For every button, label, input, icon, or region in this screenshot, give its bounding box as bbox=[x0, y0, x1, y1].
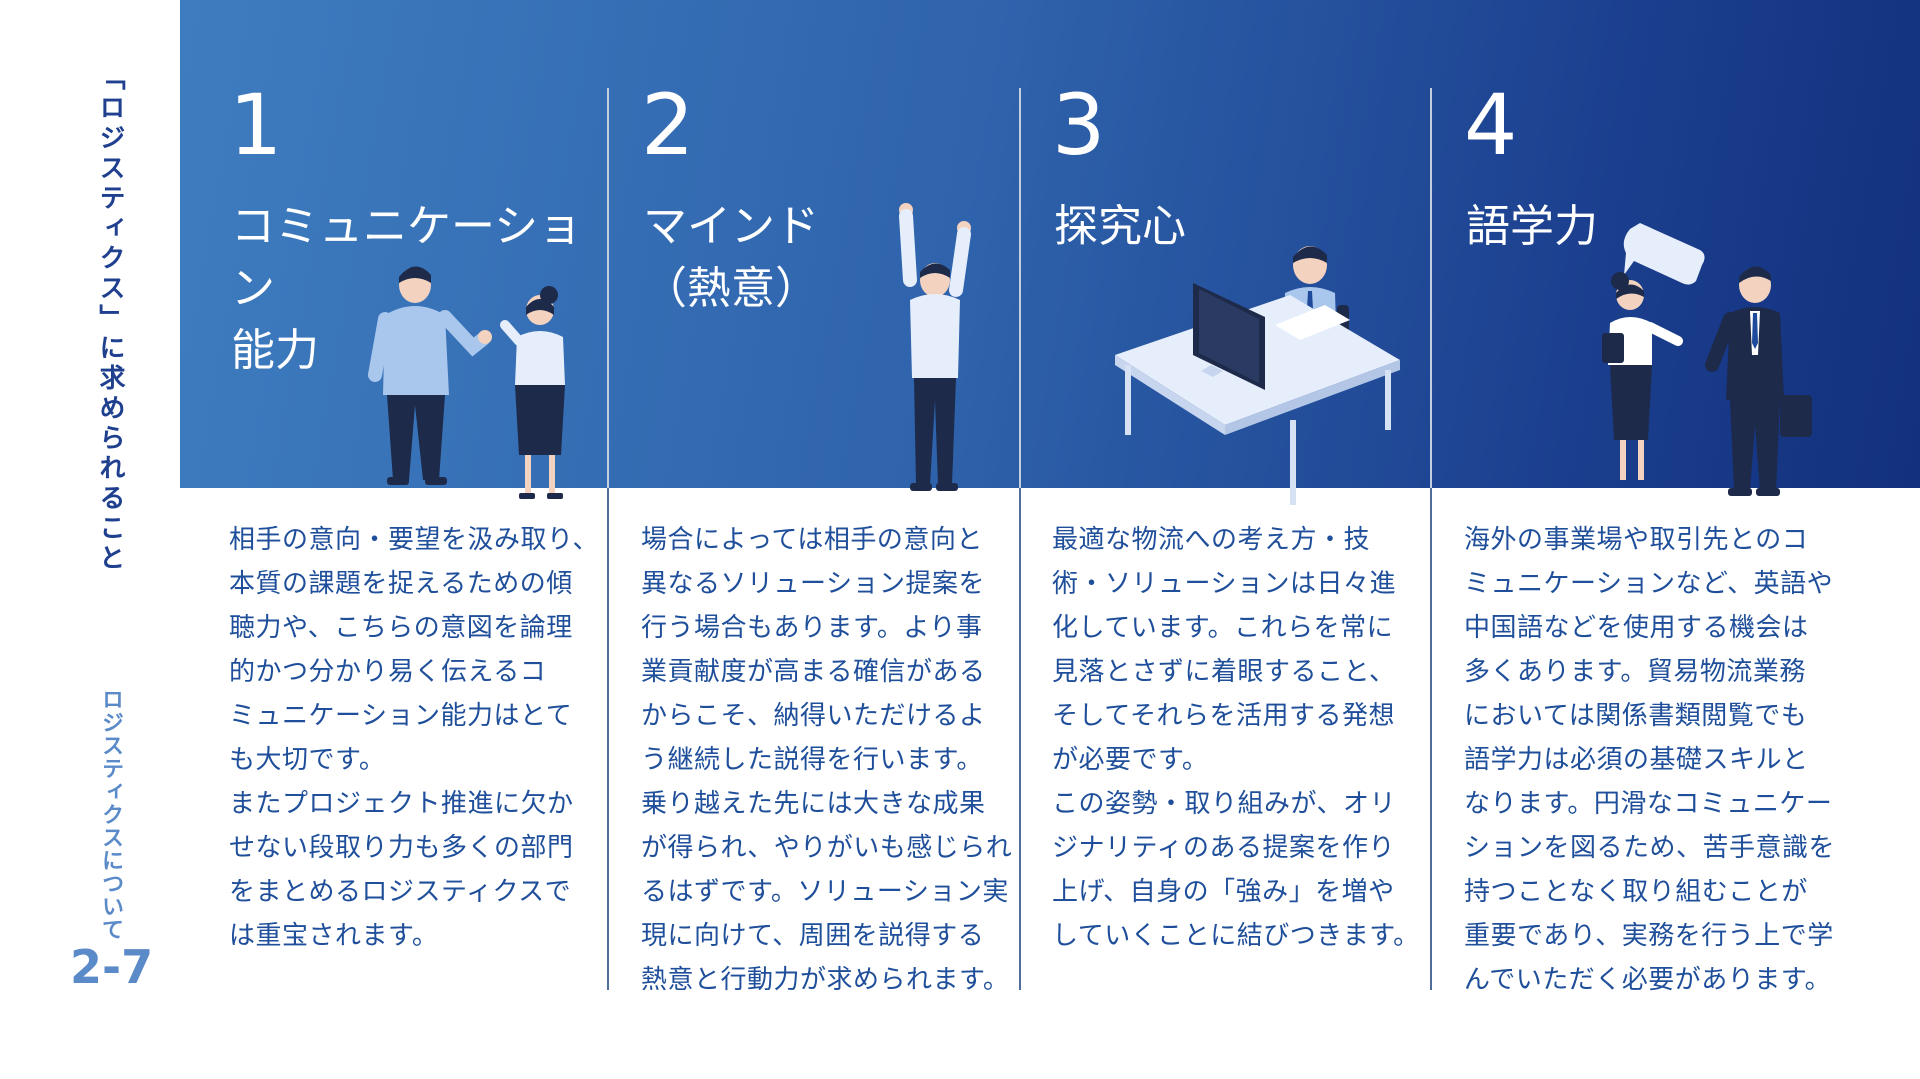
conversation-illustration bbox=[368, 266, 565, 499]
column-heading: 探究心 bbox=[1054, 201, 1186, 252]
column-number: 4 bbox=[1464, 76, 1518, 174]
column-divider bbox=[1019, 88, 1021, 990]
column-communication: 1 コミュニケーション 能力 相手の意向・要望を汲み取り、 本質の課題を捉えるた… bbox=[229, 0, 599, 1000]
business-meeting-illustration bbox=[1602, 223, 1812, 496]
desk-worker-illustration bbox=[1115, 246, 1400, 505]
column-body: 場合によっては相手の意向と 異なるソリューション提案を 行う場合もあります。より… bbox=[641, 525, 1013, 995]
side-subtitle: ロジスティクスについて bbox=[98, 688, 123, 941]
column-divider bbox=[607, 88, 609, 990]
page-number: 2-7 bbox=[70, 940, 154, 994]
celebrating-person-illustration bbox=[899, 203, 971, 491]
column-curiosity: 3 探究心 最適な物流への考え方・技 術・ソリューションは日々進 化しています。… bbox=[1052, 0, 1422, 1000]
column-number: 2 bbox=[641, 76, 695, 174]
column-heading: コミュニケーション 能力 bbox=[231, 201, 583, 376]
column-body: 最適な物流への考え方・技 術・ソリューションは日々進 化しています。これらを常に… bbox=[1052, 525, 1420, 951]
column-number: 1 bbox=[229, 76, 283, 174]
column-number: 3 bbox=[1052, 76, 1106, 174]
column-language: 4 語学力 海外の事業場や取引先とのコ ミュニケーションなど、英語や 中国語など… bbox=[1464, 0, 1835, 1000]
side-title: 「ロジスティクス」に求められること bbox=[95, 64, 125, 574]
column-heading: 語学力 bbox=[1466, 201, 1598, 252]
column-mind: 2 マインド （熱意） 場合によっては相手の意向と 異なるソリューション提案を … bbox=[641, 0, 1012, 1000]
column-heading: マインド （熱意） bbox=[643, 201, 819, 314]
column-body: 海外の事業場や取引先とのコ ミュニケーションなど、英語や 中国語などを使用する機… bbox=[1464, 525, 1836, 995]
column-divider bbox=[1430, 88, 1432, 990]
column-body: 相手の意向・要望を汲み取り、 本質の課題を捉えるための傾 聴力や、こちらの意図を… bbox=[229, 525, 599, 951]
